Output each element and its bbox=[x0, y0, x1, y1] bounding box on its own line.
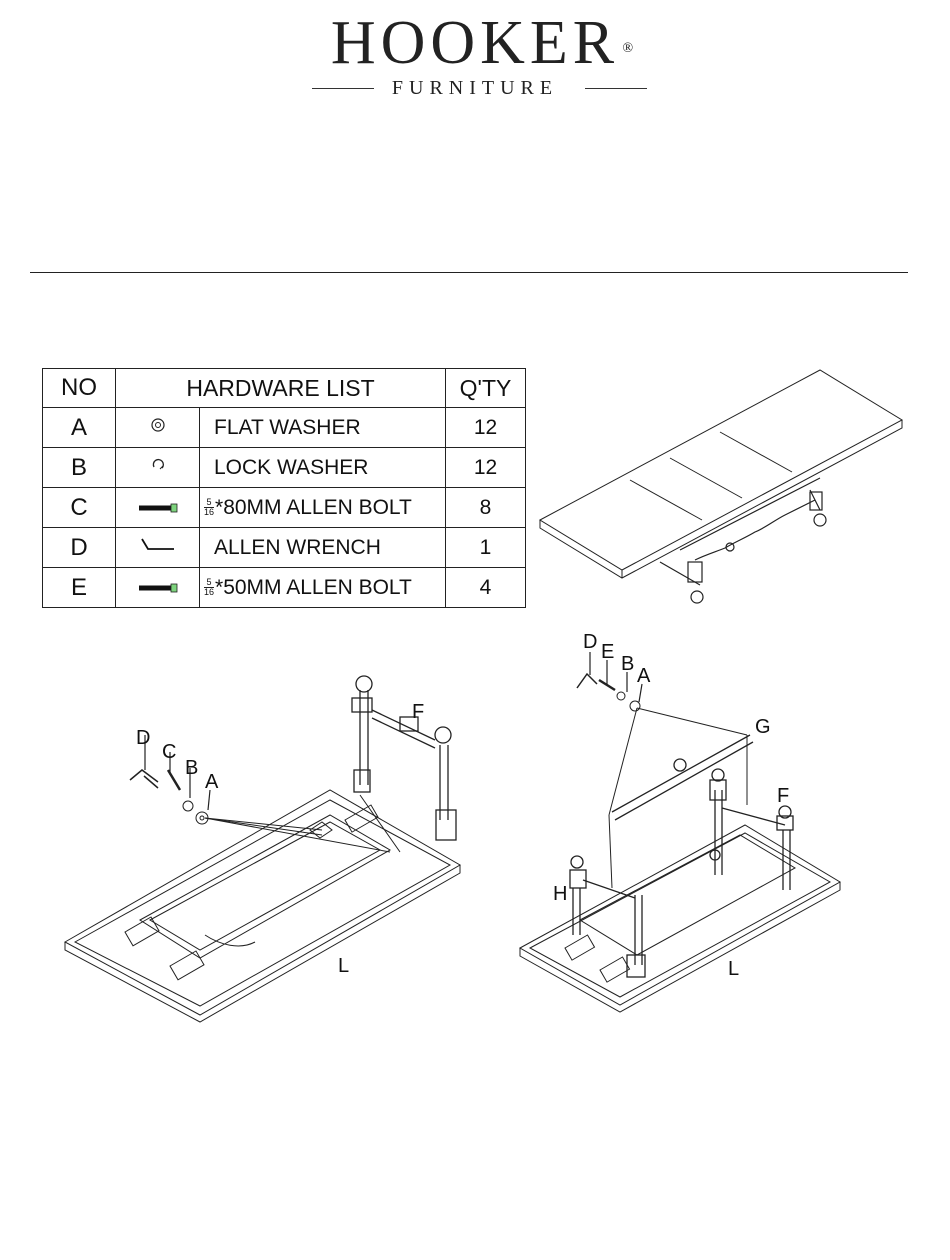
label-l: L bbox=[728, 958, 739, 980]
row-qty: 8 bbox=[446, 488, 526, 528]
flat-washer-icon bbox=[116, 408, 200, 448]
label-a: A bbox=[205, 771, 219, 793]
label-c: C bbox=[162, 741, 176, 763]
table-row: A FLAT WASHER 12 bbox=[43, 408, 526, 448]
label-a: A bbox=[637, 665, 651, 687]
logo-line-left bbox=[312, 88, 374, 89]
row-qty: 1 bbox=[446, 528, 526, 568]
allen-bolt-icon bbox=[116, 568, 200, 608]
logo-line-right bbox=[585, 88, 647, 89]
row-qty: 12 bbox=[446, 448, 526, 488]
label-h: H bbox=[553, 883, 567, 905]
label-d: D bbox=[583, 631, 597, 653]
fraction-denominator: 16 bbox=[204, 508, 214, 517]
row-qty: 12 bbox=[446, 408, 526, 448]
row-name-text: *80MM ALLEN BOLT bbox=[215, 496, 412, 519]
assembled-table-illustration bbox=[530, 360, 920, 610]
table-row: D ALLEN WRENCH 1 bbox=[43, 528, 526, 568]
table-header-row: NO HARDWARE LIST Q'TY bbox=[43, 369, 526, 408]
row-no: A bbox=[43, 408, 116, 448]
label-f: F bbox=[777, 785, 789, 807]
header-qty: Q'TY bbox=[446, 369, 526, 408]
label-b: B bbox=[185, 757, 198, 779]
row-name: FLAT WASHER bbox=[200, 408, 446, 448]
logo-subrow: FURNITURE bbox=[0, 74, 950, 104]
row-no: D bbox=[43, 528, 116, 568]
lock-washer-icon bbox=[116, 448, 200, 488]
header-title: HARDWARE LIST bbox=[116, 369, 446, 408]
row-name: ALLEN WRENCH bbox=[200, 528, 446, 568]
table-row: B LOCK WASHER 12 bbox=[43, 448, 526, 488]
assembly-diagram-left: D C B A F L bbox=[60, 670, 480, 1025]
header-divider bbox=[30, 272, 908, 273]
row-name-text: *50MM ALLEN BOLT bbox=[215, 576, 412, 599]
fraction-denominator: 16 bbox=[204, 588, 214, 597]
row-qty: 4 bbox=[446, 568, 526, 608]
row-no: E bbox=[43, 568, 116, 608]
label-d: D bbox=[136, 727, 150, 749]
brand-logo: HOOKER® FURNITURE bbox=[0, 10, 950, 104]
label-f: F bbox=[412, 701, 424, 723]
allen-wrench-icon bbox=[116, 528, 200, 568]
label-b: B bbox=[621, 653, 634, 675]
logo-sub: FURNITURE bbox=[392, 77, 558, 99]
logo-registered-mark: ® bbox=[623, 16, 634, 82]
logo-brand: HOOKER® bbox=[331, 10, 619, 76]
label-l: L bbox=[338, 955, 349, 977]
row-no: B bbox=[43, 448, 116, 488]
hardware-list-table: NO HARDWARE LIST Q'TY A FLAT WASHER 12 B… bbox=[42, 368, 526, 608]
logo-brand-text: HOOKER bbox=[331, 9, 619, 77]
label-e: E bbox=[601, 641, 614, 663]
allen-bolt-icon bbox=[116, 488, 200, 528]
header-no: NO bbox=[43, 369, 116, 408]
row-no: C bbox=[43, 488, 116, 528]
assembly-diagram-right: D E B A G F H L bbox=[515, 630, 845, 1025]
label-g: G bbox=[755, 716, 771, 738]
row-name: LOCK WASHER bbox=[200, 448, 446, 488]
